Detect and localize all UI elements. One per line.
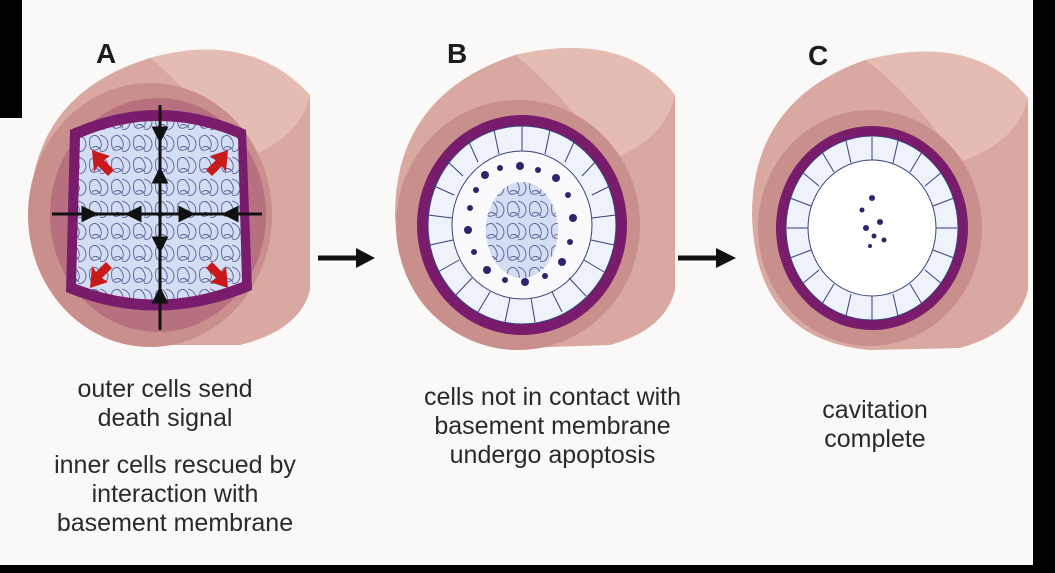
caption-a-1: outer cells send death signal (40, 375, 290, 433)
caption-line: cavitation (775, 396, 975, 425)
tube-c (752, 52, 1028, 350)
caption-line: outer cells send (40, 375, 290, 404)
caption-line: interaction with (5, 480, 345, 509)
caption-line: basement membrane (380, 412, 725, 441)
tube-a (28, 50, 310, 347)
caption-c: cavitation complete (775, 396, 975, 454)
caption-line: basement membrane (5, 509, 345, 538)
panel-label-b: B (447, 38, 467, 70)
arrow-a-to-b (318, 248, 375, 268)
caption-b: cells not in contact with basement membr… (380, 383, 725, 470)
caption-line: cells not in contact with (380, 383, 725, 412)
panel-label-a: A (96, 38, 116, 70)
panel-label-c: C (808, 40, 828, 72)
caption-a-2: inner cells rescued by interaction with … (5, 451, 345, 538)
caption-line: undergo apoptosis (380, 441, 725, 470)
arrow-b-to-c (678, 248, 736, 268)
caption-line: complete (775, 425, 975, 454)
tube-b (395, 48, 675, 350)
caption-line: inner cells rescued by (5, 451, 345, 480)
caption-line: death signal (40, 404, 290, 433)
